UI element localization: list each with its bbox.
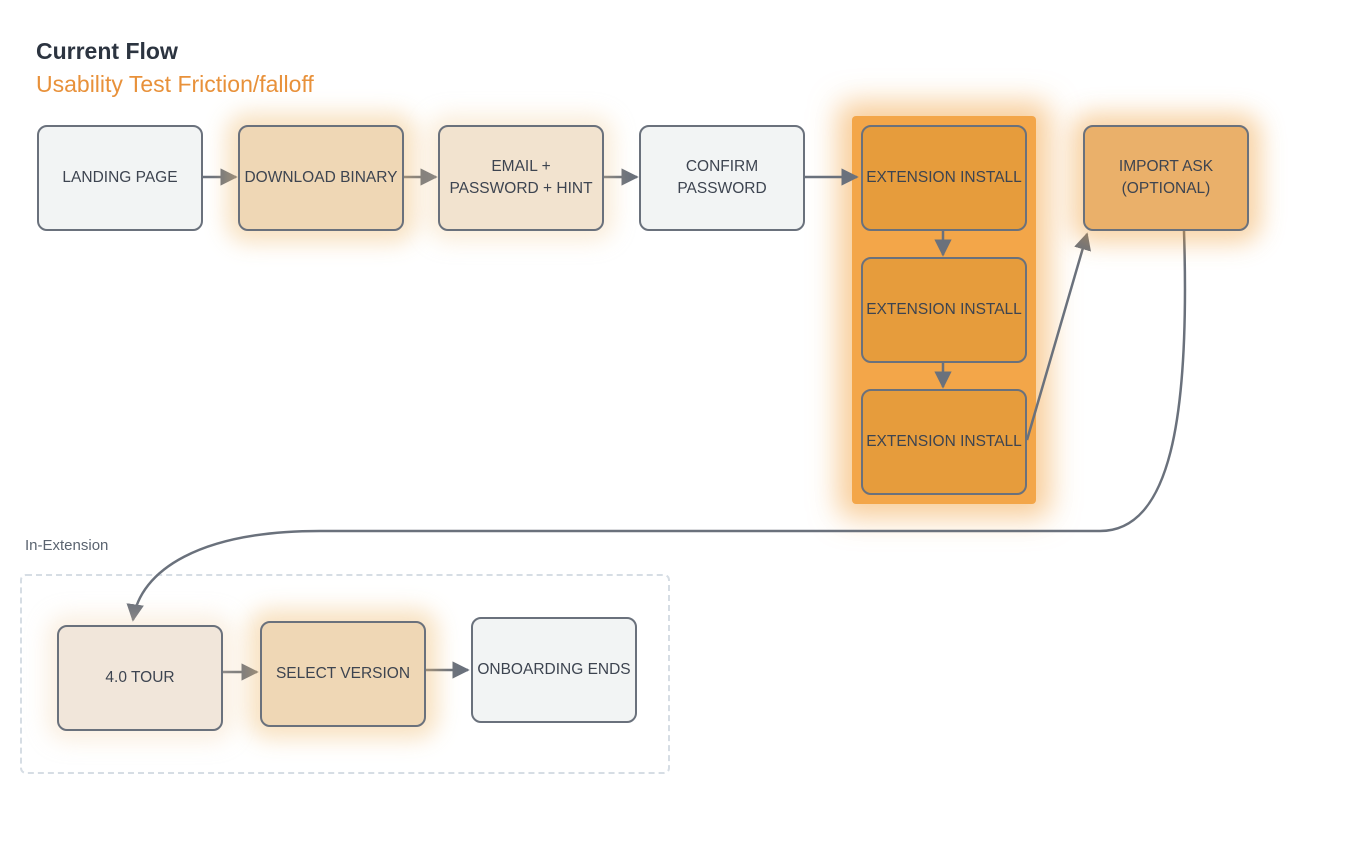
node-download-binary[interactable]: DOWNLOAD BINARY (238, 125, 404, 231)
arrow-import-to-tour (126, 230, 1187, 622)
node-confirm-password[interactable]: CONFIRM PASSWORD (639, 125, 805, 231)
node-select-version[interactable]: SELECT VERSION (260, 621, 426, 727)
node-extension-install-3[interactable]: EXTENSION INSTALL (861, 389, 1027, 495)
in-extension-group (20, 574, 670, 774)
arrow-extension-to-import (1025, 232, 1091, 441)
node-import-ask[interactable]: IMPORT ASK (OPTIONAL) (1083, 125, 1249, 231)
node-extension-install-2[interactable]: EXTENSION INSTALL (861, 257, 1027, 363)
node-landing-page[interactable]: LANDING PAGE (37, 125, 203, 231)
page-title: Current Flow (36, 38, 178, 64)
node-tour[interactable]: 4.0 TOUR (57, 625, 223, 731)
page-subtitle: Usability Test Friction/falloff (36, 71, 314, 97)
node-onboarding-ends[interactable]: ONBOARDING ENDS (471, 617, 637, 723)
node-email-password-hint[interactable]: EMAIL + PASSWORD + HINT (438, 125, 604, 231)
in-extension-label: In-Extension (25, 537, 109, 554)
node-extension-install-1[interactable]: EXTENSION INSTALL (861, 125, 1027, 231)
